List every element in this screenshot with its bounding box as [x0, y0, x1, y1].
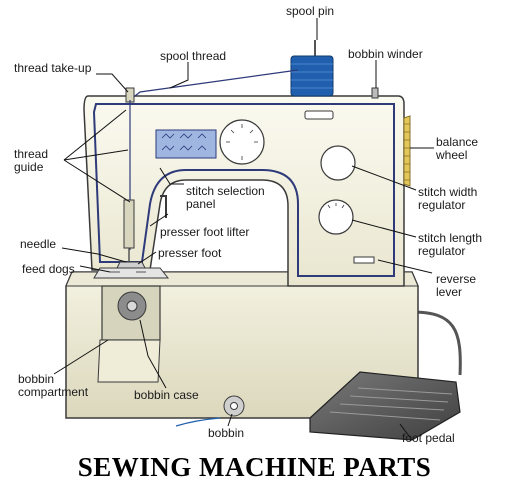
label-spool-thread: spool thread	[160, 49, 227, 63]
label-presser-foot-lifter: presser foot lifter	[160, 225, 250, 239]
foot-pedal-shape	[309, 371, 461, 441]
leader-lines	[53, 18, 434, 441]
label-bobbin-compartment: bobbin compartment	[18, 372, 89, 399]
needle-bar	[123, 199, 135, 249]
bobbin-door	[97, 339, 161, 383]
label-stitch-width-regulator: stitch width regulator	[418, 185, 478, 212]
label-bobbin-winder: bobbin winder	[348, 47, 423, 61]
stitch-panel-screen	[155, 129, 217, 159]
label-needle: needle	[20, 237, 57, 251]
spool-shape	[290, 55, 334, 97]
label-spool-pin: spool pin	[286, 4, 335, 18]
label-reverse-lever: reverse lever	[436, 272, 477, 299]
label-thread-take-up: thread take-up	[14, 61, 92, 75]
label-presser-foot: presser foot	[158, 246, 222, 260]
page-title: SEWING MACHINE PARTS	[77, 452, 432, 482]
power-cord	[411, 310, 462, 376]
thread-take-up-lever	[125, 87, 135, 103]
balance-wheel-shape	[403, 115, 411, 187]
label-thread-guide: thread guide	[14, 147, 49, 174]
top-handle	[304, 110, 334, 120]
label-bobbin-case: bobbin case	[134, 388, 199, 402]
stitch-selection-dial	[219, 119, 265, 165]
label-feed-dogs: feed dogs	[22, 262, 75, 276]
needle-plate	[93, 267, 170, 279]
label-stitch-selection-panel: stitch selection panel	[186, 184, 265, 211]
reverse-lever-shape	[353, 256, 375, 264]
label-bobbin: bobbin	[208, 426, 245, 440]
arm-pinstripe	[92, 103, 395, 277]
bobbin-winder-post	[371, 87, 379, 99]
bobbin-thread	[175, 417, 221, 427]
label-balance-wheel: balance wheel	[436, 135, 479, 162]
label-stitch-length-regulator: stitch length regulator	[418, 231, 483, 258]
label-foot-pedal: foot pedal	[402, 431, 455, 445]
presser-foot-lifter-shape	[160, 195, 167, 218]
stitch-width-dial	[320, 145, 356, 181]
stitch-length-dial	[318, 199, 354, 235]
